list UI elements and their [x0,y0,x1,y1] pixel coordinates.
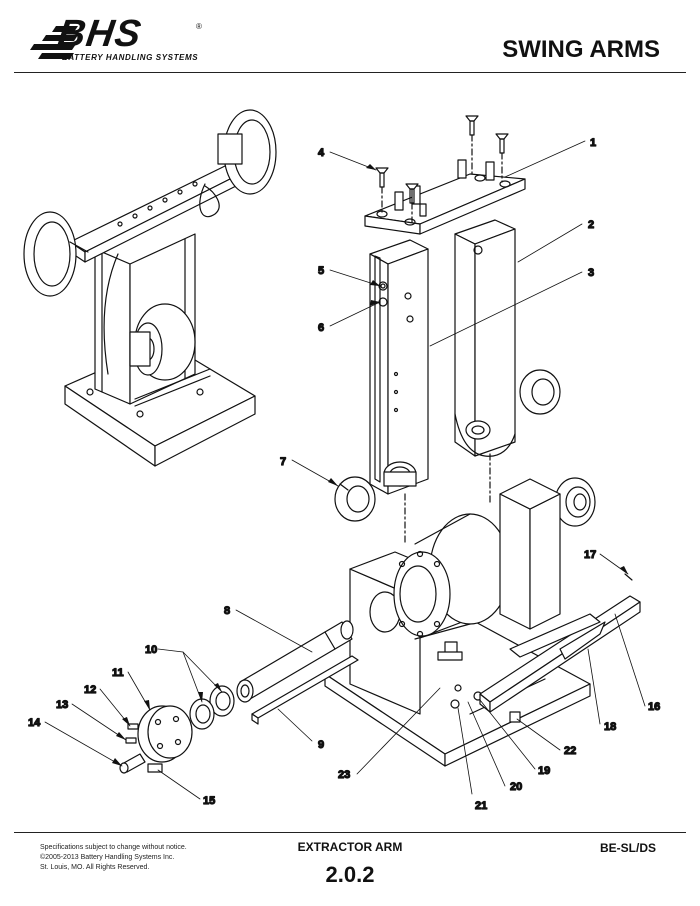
split-collar-right [519,369,561,415]
callout-22: 22 [564,745,576,757]
callout-15: 15 [203,795,215,807]
disclaimer-line-1: Specifications subject to change without… [40,844,187,851]
header-rule [14,72,686,73]
callout-6: 6 [318,322,324,334]
callout-13: 13 [56,699,68,711]
exploded-parts-diagram: 1 2 3 4 5 6 7 8 9 10 11 12 13 14 15 16 1… [23,109,661,813]
callout-23: 23 [338,769,350,781]
slide-rail-assembly [479,573,641,723]
section-title: EXTRACTOR ARM [297,840,403,854]
callout-14: 14 [28,717,41,729]
callout-numbers: 1 2 3 4 5 6 7 8 9 10 11 12 13 14 15 16 1… [27,136,660,812]
end-cap-assembly [119,705,193,774]
footer-section: EXTRACTOR ARM 2.0.2 [0,840,700,888]
bhs-logo [28,14,218,70]
disclaimer-line-3: St. Louis, MO. All Rights Reserved. [40,864,150,871]
footer-rule [14,832,686,833]
top-mounting-plate [364,159,526,235]
section-number: 2.0.2 [325,862,375,887]
disclaimer-line-2: ©2005-2013 Battery Handling Systems Inc. [40,854,175,861]
split-collar-left [334,476,376,522]
callout-11: 11 [112,667,124,679]
leader-arrowheads [112,164,628,766]
registered-mark: ® [196,22,202,31]
logo-speed-lines-icon [30,26,78,59]
callout-8: 8 [224,605,230,617]
callout-2: 2 [588,219,594,231]
callout-10: 10 [145,644,157,656]
right-swing-arm [454,219,516,457]
shaft-washers [189,685,235,730]
page-title: SWING ARMS [502,36,660,63]
assembled-extractor-view [23,109,277,467]
callout-7: 7 [280,456,286,468]
callout-21: 21 [475,800,487,812]
callout-12: 12 [84,684,96,696]
callout-18: 18 [604,721,616,733]
logo-subtitle: BATTERY HANDLING SYSTEMS [62,53,199,62]
footer-disclaimer: Specifications subject to change without… [40,843,187,873]
left-swing-arm [369,239,429,495]
callout-16: 16 [648,701,660,713]
model-code: BE-SL/DS [599,841,656,855]
shaft-key [251,655,359,725]
extractor-shaft [236,620,354,703]
logo-text: BHS [55,13,145,55]
bearing-right [529,477,596,530]
callout-5: 5 [318,265,324,277]
callout-leaders [44,140,646,800]
callout-3: 3 [588,267,594,279]
callout-20: 20 [510,781,522,793]
callout-9: 9 [318,739,324,751]
motor-housing [324,478,591,767]
callout-17: 17 [584,549,596,561]
callout-4: 4 [318,147,325,159]
callout-19: 19 [538,765,550,777]
callout-1: 1 [590,137,596,149]
